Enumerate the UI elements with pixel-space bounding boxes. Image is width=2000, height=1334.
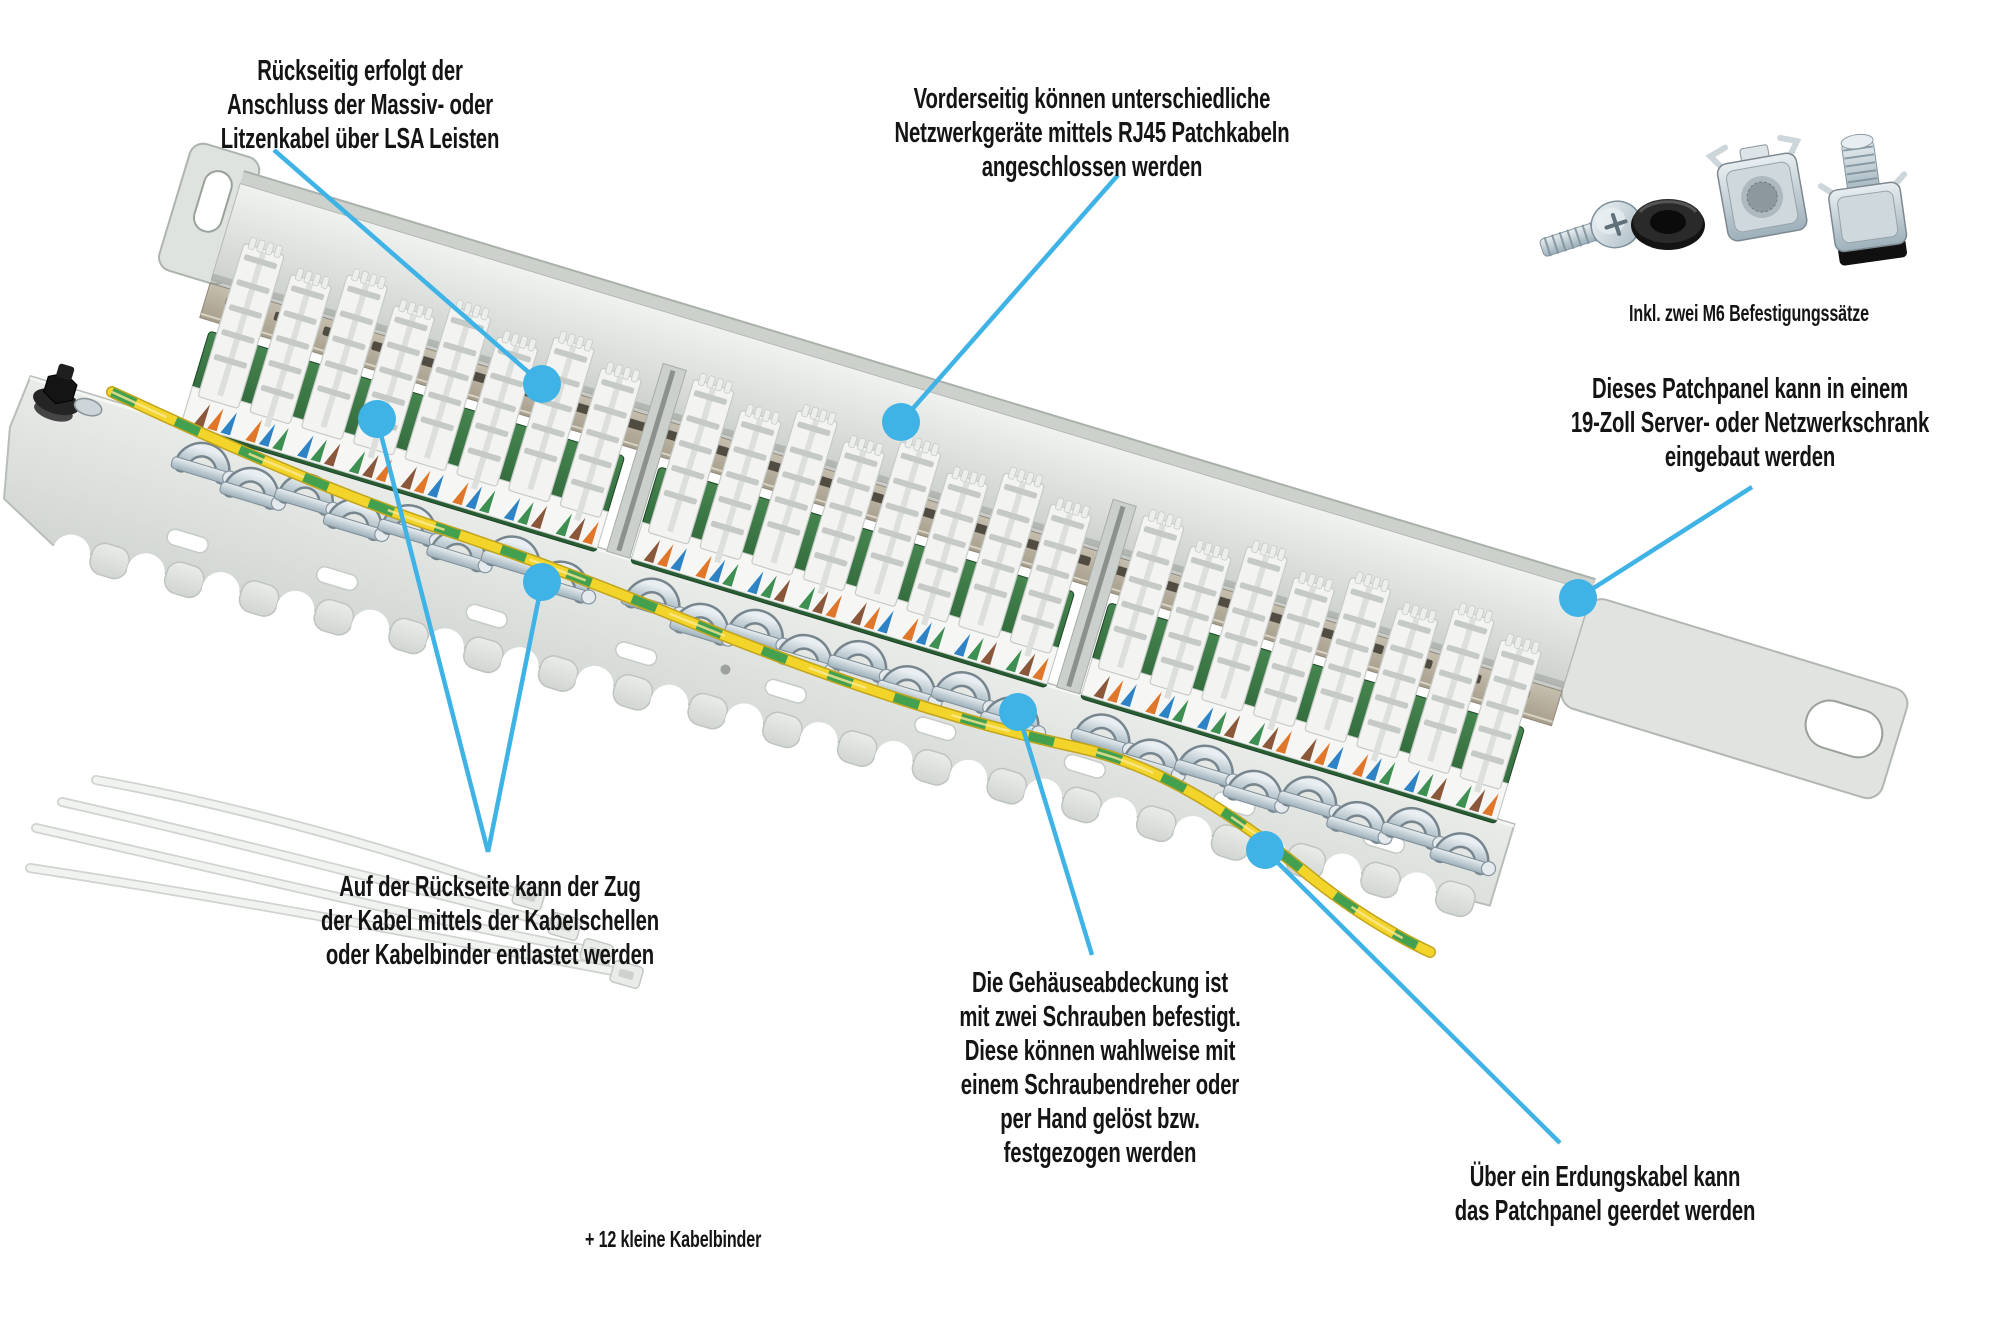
callout-dot-cover <box>999 693 1037 731</box>
m6-washer <box>1631 199 1705 250</box>
cable-clamp <box>936 673 989 712</box>
annotation-ground: Über ein Erdungskabel kann das Patchpane… <box>1454 1161 1756 1227</box>
cable-clamp <box>1124 741 1177 780</box>
cable-clamp <box>1282 778 1335 817</box>
cable-clamp <box>1228 772 1281 811</box>
m6-cage-nut <box>1705 134 1808 242</box>
cable-clamp <box>1075 715 1128 754</box>
cable-clamp <box>1331 803 1384 842</box>
callout-line-strain-1 <box>374 418 491 853</box>
callout-dot-strain-1 <box>358 400 396 438</box>
cable-clamp <box>881 667 934 706</box>
callout-dot-strain-2 <box>523 563 561 601</box>
color-code-strip <box>1080 657 1509 821</box>
cable-clamp <box>778 636 831 675</box>
lsa-port-groups <box>170 237 1542 877</box>
color-code-strip <box>630 521 1059 685</box>
ear-slot <box>1804 699 1884 759</box>
ear-slot <box>192 170 233 233</box>
caption-ties: + 12 kleine Kabelbinder <box>585 1226 762 1252</box>
clamp-screw <box>581 589 597 605</box>
annotation-strain: Auf der Rückseite kann der Zug der Kabel… <box>320 871 660 971</box>
ground-wire <box>106 386 1436 958</box>
caption-m6: Inkl. zwei M6 Befestigungssätze <box>1629 300 1869 326</box>
callout-dot-lsa <box>523 365 561 403</box>
color-code-strip <box>180 385 609 549</box>
cable-clamp <box>625 580 678 619</box>
annotation-rack: Dieses Patchpanel kann in einem 19-Zoll … <box>1570 373 1930 473</box>
cable-clamp <box>1179 747 1232 786</box>
cable-clamp <box>729 611 782 650</box>
phillips-slot <box>1604 212 1628 236</box>
m6-screw-in-cage-nut <box>1817 133 1908 266</box>
annotation-cover: Die Gehäuseabdeckung ist mit zwei Schrau… <box>959 967 1241 1169</box>
m6-screw <box>1539 200 1642 257</box>
callout-line-lsa <box>272 148 544 386</box>
ground-bolt <box>33 363 103 422</box>
tray-scalloped-edge <box>52 528 1476 918</box>
cable-tie-head <box>511 881 546 911</box>
cable-clamp <box>224 469 277 508</box>
callout-line-front <box>899 173 1120 424</box>
annotation-front: Vorderseitig können unterschiedliche Net… <box>894 83 1290 183</box>
callout-line-ground <box>1263 848 1562 1145</box>
clamp-screw <box>1480 860 1497 877</box>
cable-clamp <box>175 444 229 483</box>
annotation-lsa: Rückseitig erfolgt der Anschluss der Mas… <box>220 55 500 155</box>
cable-tie-head <box>547 911 582 941</box>
group-dividers <box>605 362 1137 695</box>
tray-hole <box>720 664 731 675</box>
cable-clamp <box>1386 809 1439 848</box>
callout-dot-ground <box>1246 831 1284 869</box>
callout-dot-rack <box>1559 579 1597 617</box>
cable-clamp <box>328 500 381 539</box>
cable-tie-head <box>609 959 644 989</box>
callout-line-cover <box>1015 711 1095 956</box>
cable-ties <box>25 775 644 989</box>
callouts <box>272 148 1754 1145</box>
callout-line-strain-2 <box>485 581 545 853</box>
m6-hardware <box>1539 133 1908 266</box>
callout-dot-front <box>882 403 920 441</box>
cable-clamp <box>1434 834 1487 873</box>
wire-crimp <box>73 397 103 417</box>
right-rack-ear <box>1560 598 1909 800</box>
callout-line-rack <box>1576 485 1754 600</box>
patch-panel-body <box>2 142 1596 918</box>
cable-clamp <box>832 642 885 681</box>
